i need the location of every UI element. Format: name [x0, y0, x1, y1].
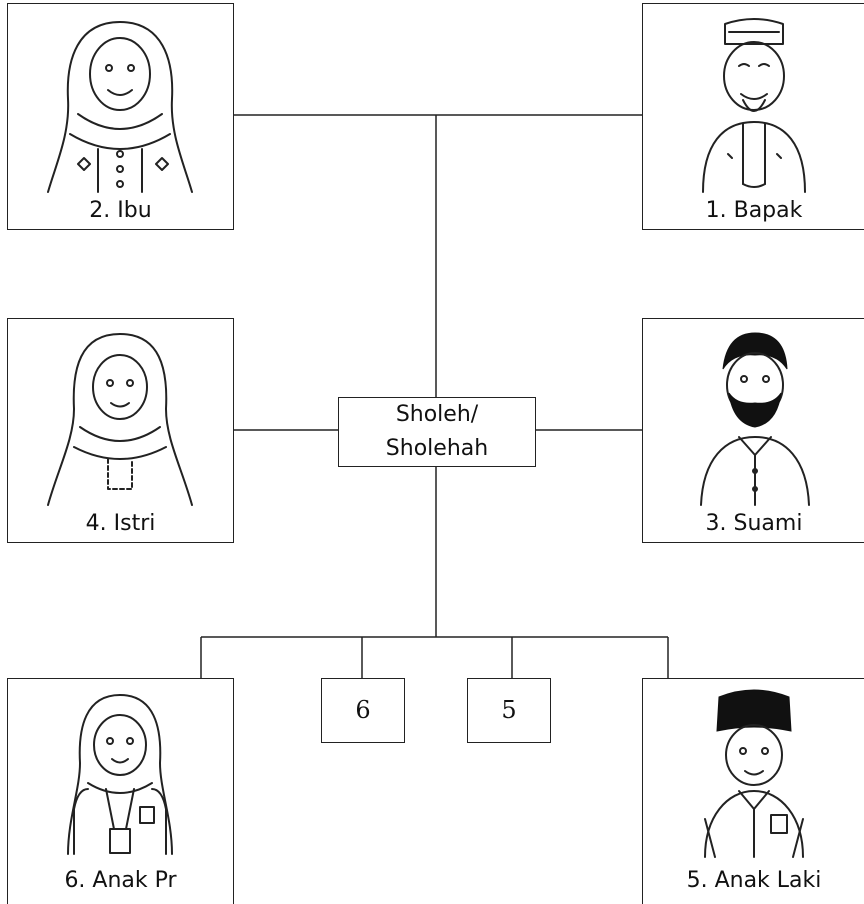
woman-hijab-icon: [47, 333, 193, 506]
label-anak-laki: 5. Anak Laki: [686, 868, 822, 893]
answer-box-5: 5: [467, 678, 551, 743]
label-suami: 3. Suami: [705, 511, 803, 536]
card-anak-laki: 5. Anak Laki: [642, 678, 864, 904]
bearded-man-icon: [700, 332, 810, 506]
answer-box-6: 6: [321, 678, 405, 743]
card-anak-pr: 6. Anak Pr: [7, 678, 234, 904]
grandmother-hijab-icon: [47, 21, 193, 193]
label-bapak: 1. Bapak: [705, 198, 803, 223]
center-box-sholeh: Sholeh/ Sholehah: [338, 397, 536, 467]
center-line-2: Sholehah: [385, 436, 489, 461]
card-suami: 3. Suami: [642, 318, 864, 543]
label-istri: 4. Istri: [85, 511, 156, 536]
label-anak-pr: 6. Anak Pr: [64, 868, 177, 893]
card-bapak: 1. Bapak: [642, 3, 864, 230]
label-ibu: 2. Ibu: [89, 198, 152, 223]
girl-hijab-student-icon: [67, 694, 173, 855]
boy-peci-student-icon: [704, 689, 804, 858]
card-istri: 4. Istri: [7, 318, 234, 543]
card-ibu: 2. Ibu: [7, 3, 234, 230]
center-line-1: Sholeh/: [395, 402, 479, 427]
grandfather-peci-icon: [702, 18, 806, 193]
